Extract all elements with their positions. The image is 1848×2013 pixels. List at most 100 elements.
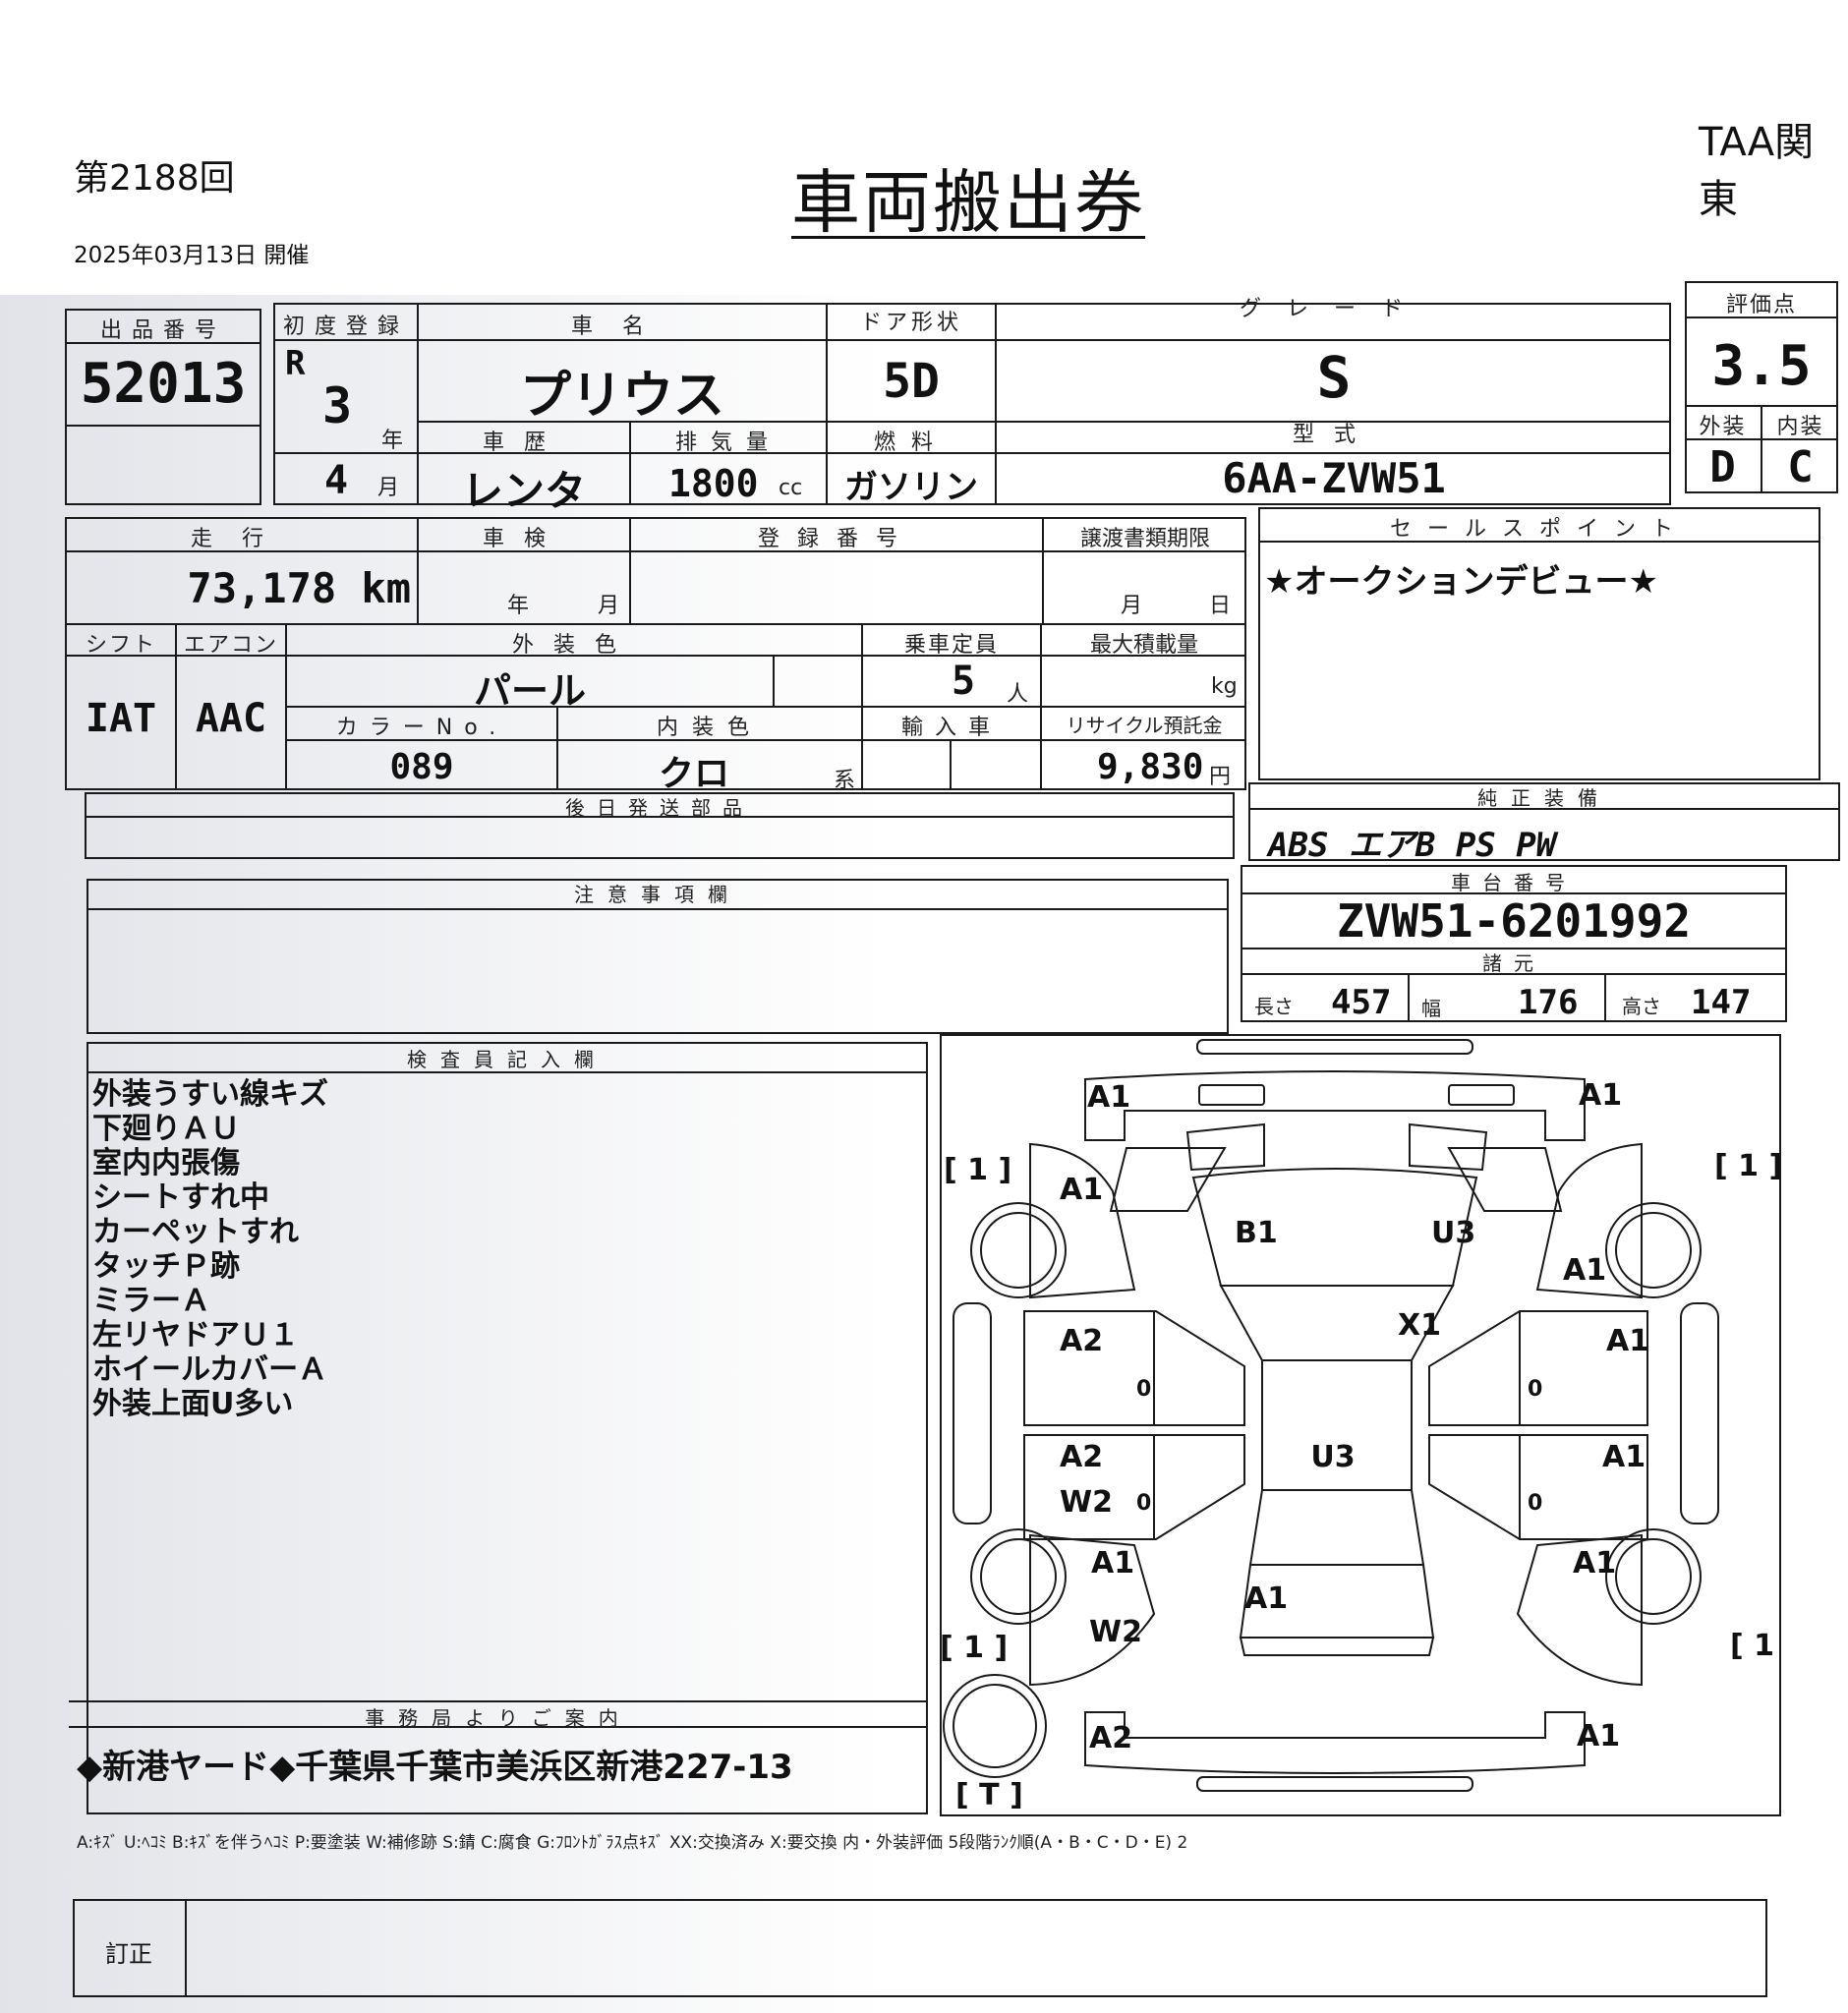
first-reg-label: 初度登録 xyxy=(282,315,409,339)
width: 176 xyxy=(1518,983,1579,1022)
car-name: プリウス xyxy=(519,367,724,426)
damage-diagram: A1 A1 [ 1 ] [ 1 ] A1 B1 U3 A1 X1 A2 A1 0… xyxy=(940,1039,1781,1812)
mark-door-front-right: A1 xyxy=(1606,1324,1649,1358)
inspector-note: タッチＰ跡 xyxy=(92,1249,240,1284)
organization-name: TAA関東 xyxy=(1699,120,1815,222)
grade: S xyxy=(1316,344,1352,411)
inspector-note: シートすれ中 xyxy=(92,1180,269,1215)
aircon-label: エアコン xyxy=(183,633,278,658)
shift-label: シフト xyxy=(85,633,156,658)
cc-unit: cc xyxy=(779,476,803,500)
mark-hood-right: U3 xyxy=(1431,1216,1475,1250)
car-name-label: 車名 xyxy=(570,315,673,339)
interior-color: クロ xyxy=(658,754,729,794)
model-code: 6AA-ZVW51 xyxy=(1222,454,1446,502)
inspector-note: 左リヤドアＵ１ xyxy=(92,1318,299,1352)
max-load-label: 最大積載量 xyxy=(1089,633,1198,658)
mark-zero-rr: 0 xyxy=(1528,1491,1542,1516)
inspection-month-unit: 月 xyxy=(598,594,620,618)
equipment-box xyxy=(1248,782,1840,861)
mark-door-front-left: A2 xyxy=(1060,1324,1103,1358)
length-label: 長さ xyxy=(1254,995,1294,1018)
door-type: 5D xyxy=(883,354,940,409)
mark-spare-tire: [ T ] xyxy=(955,1778,1023,1812)
fuel-label: 燃料 xyxy=(873,431,949,455)
details-box xyxy=(65,517,1246,790)
mark-fender-front-left: A1 xyxy=(1060,1173,1103,1207)
lot-number-label: 出品番号 xyxy=(99,318,226,343)
event-date: 2025年03月13日 開催 xyxy=(74,243,310,268)
correction-label: 訂正 xyxy=(105,1940,152,1968)
inspection-year-unit: 年 xyxy=(507,594,530,618)
first-reg-month: 4 xyxy=(324,458,349,503)
inspection-label: 車検 xyxy=(482,527,565,551)
notes-label: 注意事項欄 xyxy=(574,883,741,906)
mark-zero-fl: 0 xyxy=(1136,1377,1151,1402)
mileage: 73,178 km xyxy=(187,564,411,612)
recycle-fee-label: リサイクル預託金 xyxy=(1066,714,1223,737)
chassis-number: ZVW51-6201992 xyxy=(1336,894,1692,948)
door-type-label: ドア形状 xyxy=(859,311,962,335)
displacement-label: 排気量 xyxy=(674,431,781,455)
mark-quarter-rear-left: A1 xyxy=(1091,1546,1134,1581)
mark-tire-rear-left: [ 1 ] xyxy=(940,1631,1008,1665)
interior-label: 内装 xyxy=(1776,415,1824,439)
mark-trunk: A1 xyxy=(1244,1582,1288,1616)
inspector-note: カーペットすれ xyxy=(92,1215,299,1249)
damage-legend: A:ｷｽﾞ U:ﾍｺﾐ B:ｷｽﾞを伴うﾍｺﾐ P:要塗装 W:補修跡 S:錆 … xyxy=(77,1833,1188,1853)
inspector-note: ミラーＡ xyxy=(92,1284,210,1318)
mark-rocker-rear-left: W2 xyxy=(1089,1615,1142,1649)
month-unit: 月 xyxy=(377,476,400,500)
mark-door-rear-left-1: A2 xyxy=(1060,1440,1103,1474)
interior-color-label: 内装色 xyxy=(656,716,763,740)
mark-tire-front-right: [ 1 ] xyxy=(1714,1149,1781,1183)
shift-type: IAT xyxy=(85,696,157,741)
later-parts-label: 後日発送部品 xyxy=(565,796,754,820)
vehicle-history: レンタ xyxy=(461,467,586,515)
displacement: 1800 xyxy=(668,462,759,505)
equipment-label: 純正装備 xyxy=(1477,786,1611,810)
era: R xyxy=(285,344,306,383)
mark-rear-right: A1 xyxy=(1577,1719,1620,1754)
length: 457 xyxy=(1331,983,1392,1022)
model-label: 型式 xyxy=(1292,423,1375,447)
inspector-box xyxy=(87,1042,928,1814)
max-load-unit: kg xyxy=(1211,674,1238,699)
inspector-notes: 外装うすい線キズ 下廻りＡＵ 室内内張傷 シートすれ中 カーペットすれ タッチＰ… xyxy=(92,1077,328,1421)
mileage-label: 走行 xyxy=(190,527,293,551)
inspector-note: ホイールカバーＡ xyxy=(92,1352,328,1387)
fuel-type: ガソリン xyxy=(844,468,978,507)
inspector-note: 下廻りＡＵ xyxy=(92,1112,240,1146)
chassis-label: 車台番号 xyxy=(1451,871,1577,894)
page-title: 車両搬出券 xyxy=(791,162,1145,243)
inspector-note: 外装うすい線キズ xyxy=(92,1077,328,1112)
sales-point: ★オークションデビュー★ xyxy=(1264,562,1658,602)
grade-label: グレード xyxy=(1239,297,1428,321)
office-info: ◆新港ヤード◆千葉県千葉市美浜区新港227-13 xyxy=(77,1748,793,1787)
specs-label: 諸元 xyxy=(1482,951,1545,975)
lot-number-box xyxy=(65,309,261,505)
damage-diagram-box xyxy=(940,1034,1781,1816)
session-number: 第2188回 xyxy=(74,158,235,199)
height-label: 高さ xyxy=(1622,995,1661,1018)
exterior-label: 外装 xyxy=(1699,415,1747,439)
mark-zero-rl: 0 xyxy=(1136,1491,1151,1516)
interior-grade: C xyxy=(1787,442,1814,492)
documents-deadline-label: 譲渡書類期限 xyxy=(1079,527,1210,551)
lot-number: 52013 xyxy=(80,352,247,416)
mark-door-rear-right: A1 xyxy=(1602,1440,1646,1474)
year-unit: 年 xyxy=(381,429,404,453)
notes-box xyxy=(87,879,1229,1034)
recycle-unit: 円 xyxy=(1209,765,1232,789)
score-label: 評価点 xyxy=(1725,293,1797,317)
history-label: 車歴 xyxy=(482,431,565,455)
later-parts-box xyxy=(85,792,1235,859)
mark-fender-front-right: A1 xyxy=(1563,1253,1606,1288)
capacity-unit: 人 xyxy=(1007,682,1029,707)
exterior-grade: D xyxy=(1709,442,1736,492)
interior-color-unit: 系 xyxy=(834,769,856,793)
mark-roof: U3 xyxy=(1310,1440,1355,1474)
correction-box xyxy=(73,1899,1767,1997)
inspector-note: 室内内張傷 xyxy=(92,1146,240,1180)
